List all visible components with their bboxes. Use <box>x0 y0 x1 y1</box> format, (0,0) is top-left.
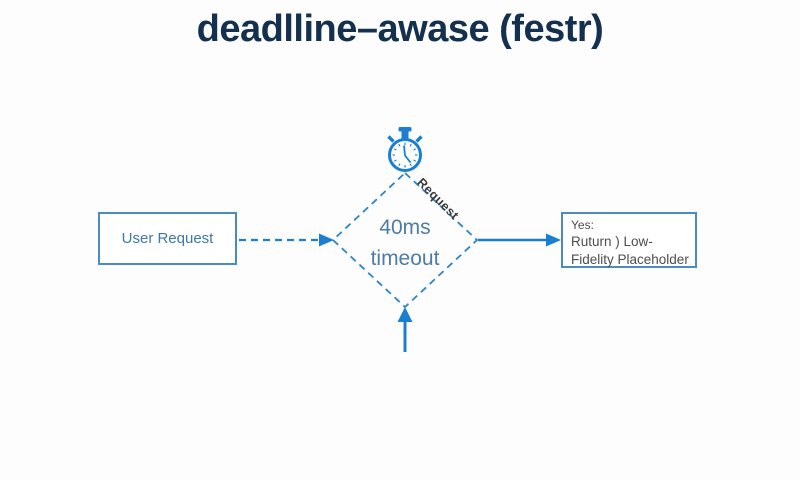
edge-user-to-decision <box>239 233 334 247</box>
result-label-line2: Ruturn ) Low- <box>571 234 653 250</box>
diagram-title: deadlline–awase (festr) <box>196 8 604 50</box>
decision-label-line2: timeout <box>370 247 440 270</box>
result-label-line3: Fidelity Placeholder <box>571 251 689 267</box>
decision-node-label: 40ms timeout <box>371 212 440 274</box>
edge-bottom-to-decision <box>397 307 413 352</box>
edge-decision-to-result <box>478 233 561 247</box>
yes-result-node: Yes: Ruturn ) Low- Fidelity Placeholder <box>561 212 697 268</box>
decision-label-line1: 40ms <box>379 216 431 239</box>
user-request-node: User Request <box>98 212 237 265</box>
result-label-line1: Yes: <box>571 218 594 232</box>
decision-diamond <box>331 171 479 309</box>
user-request-label: User Request <box>121 230 214 247</box>
stopwatch-icon <box>387 127 423 172</box>
stopwatch-tick-marks <box>392 142 418 168</box>
stopwatch-hands <box>403 145 412 164</box>
